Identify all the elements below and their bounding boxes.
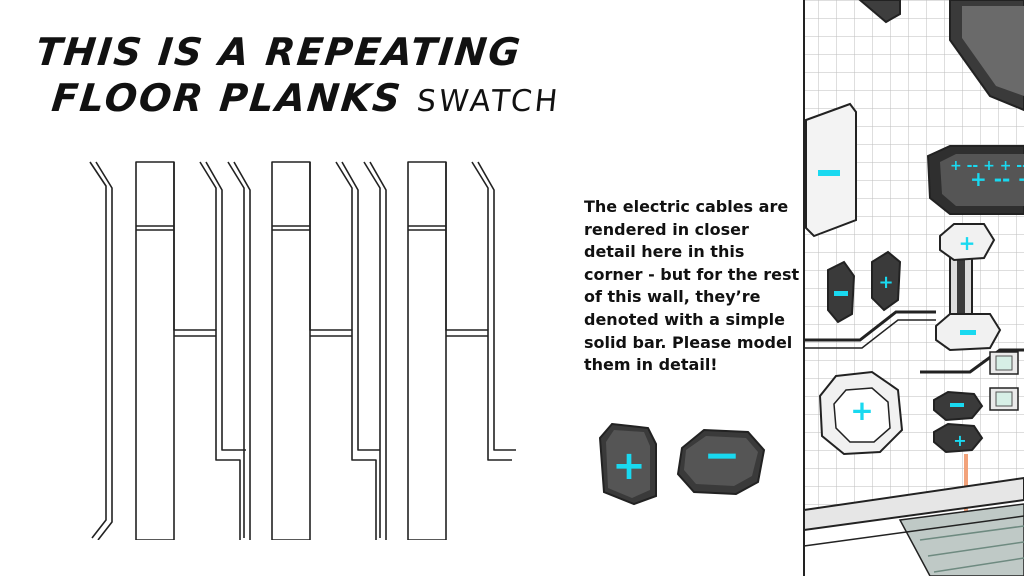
minus-icon — [950, 403, 964, 407]
minus-icon — [960, 330, 976, 335]
isometric-wall-scene: + -- + + -- + + -- + + + + — [800, 0, 1024, 576]
minus-icon — [834, 291, 848, 296]
cable-conduit — [804, 310, 936, 342]
swatch-title-bold: FLOOR PLANKS — [49, 76, 405, 120]
plus-icon: + -- + — [970, 167, 1024, 191]
minus-icon: − — [704, 430, 741, 481]
swatch-title-rest: SWATCH — [415, 84, 563, 119]
plus-button-sample: + — [598, 422, 657, 506]
minus-button-sample: − — [676, 428, 766, 496]
plus-icon: + — [612, 443, 646, 489]
swatch-title-line-1: THIS IS A REPEATING — [33, 30, 524, 74]
top-panel — [858, 0, 901, 24]
plank-outline — [95, 161, 113, 540]
plus-icon: + — [878, 272, 893, 293]
plank-outline — [407, 161, 447, 540]
minus-icon: + -- + + -- — [950, 158, 1024, 174]
plank-outline — [271, 161, 311, 540]
floor-trim — [803, 476, 1024, 532]
plus-icon: + — [850, 394, 873, 427]
cable-conduit — [920, 348, 1024, 374]
plus-node — [939, 223, 996, 262]
floor-grate — [898, 503, 1024, 576]
plank-outline — [173, 162, 241, 540]
cable-detail-note: The electric cables are rendered in clos… — [584, 197, 800, 375]
floor-planks-swatch — [89, 161, 516, 540]
plank-outline — [227, 161, 245, 538]
plank-outline — [89, 161, 107, 539]
minus-icon — [818, 170, 840, 176]
plus-icon: + — [953, 431, 966, 450]
plank-outline — [135, 161, 175, 540]
button-samples: + − — [598, 422, 766, 506]
swatch-title-line-2: FLOOR PLANKS SWATCH — [50, 76, 563, 120]
plus-icon: + — [959, 231, 976, 255]
wall-plus-button — [871, 250, 902, 312]
wall-plus-button-lower — [933, 422, 984, 454]
plank-outline — [363, 161, 381, 538]
